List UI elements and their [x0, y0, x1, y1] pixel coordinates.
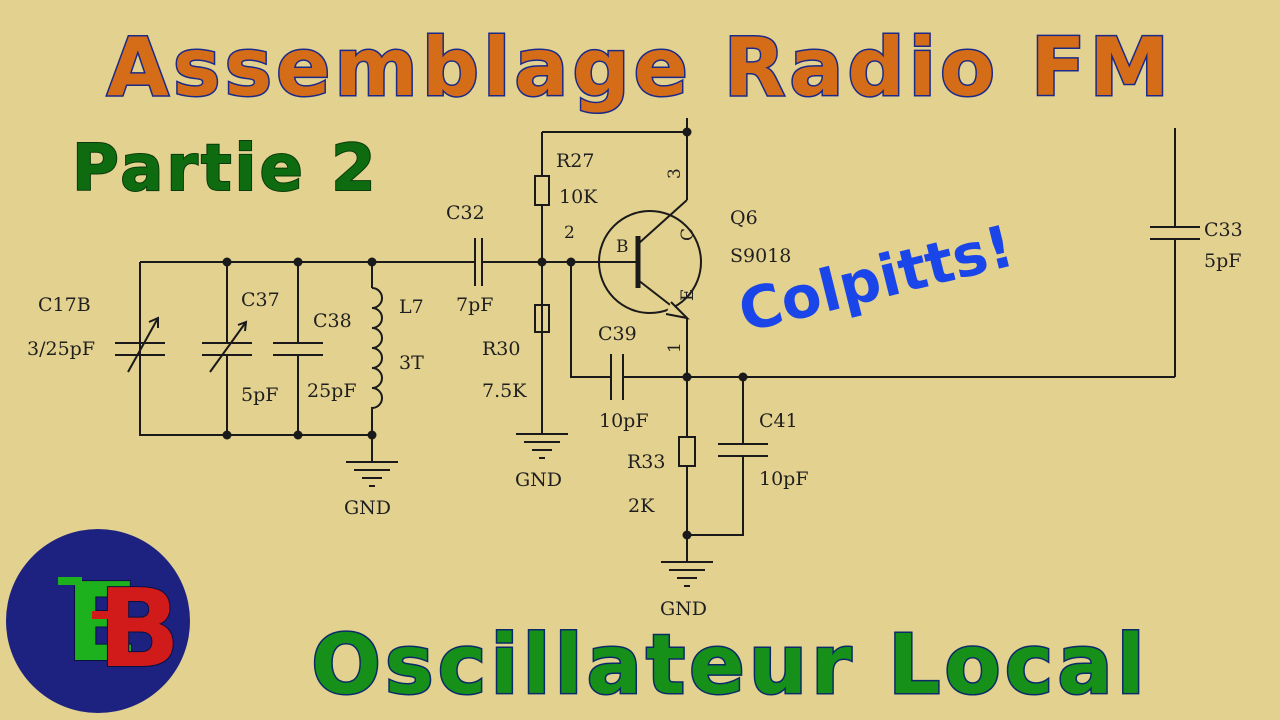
c33-symbol: [1150, 226, 1200, 240]
r30-ref: R30: [482, 338, 520, 360]
c38-value: 25pF: [307, 380, 357, 402]
q6-transistor-symbol: [598, 199, 702, 320]
c37-ref: C37: [241, 289, 280, 311]
ground-symbol-tank: [346, 461, 398, 487]
c38-ref: C38: [313, 310, 352, 332]
c32-symbol: [474, 238, 483, 286]
c33-ref: C33: [1204, 219, 1243, 241]
svg-text:B: B: [98, 567, 180, 692]
r33-ref: R33: [627, 451, 665, 473]
c41-symbol: [718, 443, 768, 457]
pin-label-base: B: [616, 237, 629, 257]
c32-ref: C32: [446, 202, 485, 224]
q6-value: S9018: [730, 245, 791, 267]
pin-number-collector: 3: [665, 168, 685, 179]
c38-symbol: [273, 342, 323, 356]
c33-value: 5pF: [1204, 250, 1241, 272]
c37-symbol: [202, 320, 252, 373]
q6-ref: Q6: [730, 207, 758, 229]
c41-value: 10pF: [759, 468, 809, 490]
subtitle: Partie 2: [72, 132, 379, 206]
r27-value: 10K: [559, 186, 598, 208]
c17b-ref: C17B: [38, 294, 91, 316]
r33-value: 2K: [628, 495, 655, 517]
r33-symbol: [678, 436, 696, 467]
gnd-label-bias: GND: [515, 469, 562, 491]
pin-number-base: 2: [564, 223, 575, 243]
main-title: Assemblage Radio FM: [107, 21, 1173, 114]
gnd-label-tank: GND: [344, 497, 391, 519]
pin-number-emitter: 1: [665, 342, 685, 353]
junctions: [222, 127, 748, 540]
r30-symbol: [534, 304, 550, 333]
pin-label-collector: C: [678, 228, 698, 241]
colpitts-annotation: Colpitts!: [732, 212, 1020, 346]
footer-title: Oscillateur Local: [311, 618, 1149, 713]
c41-ref: C41: [759, 410, 798, 432]
l7-value: 3T: [399, 352, 424, 374]
l7-symbol: [370, 287, 383, 411]
c39-symbol: [610, 354, 624, 400]
c32-value: 7pF: [456, 294, 493, 316]
ground-symbol-bias: [516, 433, 568, 459]
pin-label-emitter: E: [678, 289, 698, 301]
c37-value: 5pF: [241, 384, 278, 406]
gnd-label-emitter: GND: [660, 598, 707, 620]
l7-ref: L7: [399, 296, 424, 318]
c39-value: 10pF: [599, 410, 649, 432]
r27-ref: R27: [556, 150, 594, 172]
c17b-symbol: [115, 316, 165, 373]
c17b-value: 3/25pF: [27, 338, 95, 360]
c39-ref: C39: [598, 323, 637, 345]
r30-value: 7.5K: [482, 380, 527, 402]
r27-symbol: [534, 175, 550, 206]
ground-symbol-emitter: [661, 561, 713, 587]
eb-logo: E B: [6, 529, 190, 713]
